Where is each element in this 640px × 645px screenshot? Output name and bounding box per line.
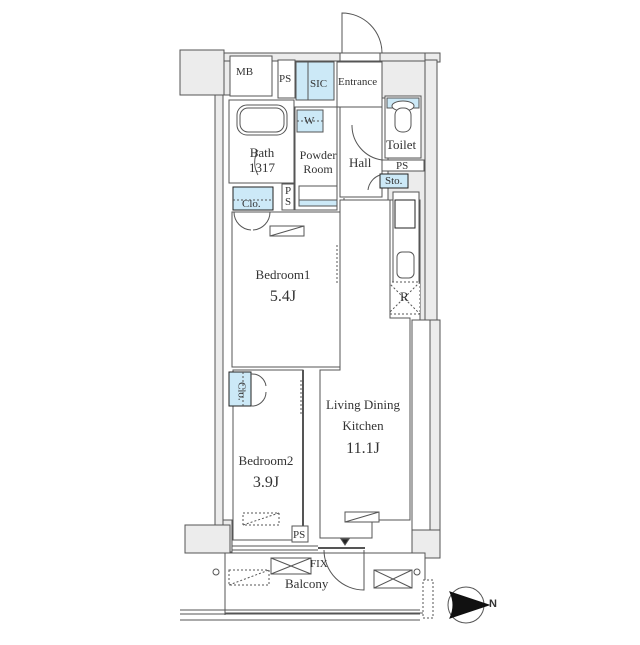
- entrance-door: [341, 12, 383, 54]
- label-powder-room: Powder Room: [298, 148, 338, 177]
- label-bath: Bath 1317: [244, 145, 280, 176]
- label-bedroom1: Bedroom1 5.4J: [248, 267, 318, 306]
- label-ps-top: PS: [279, 73, 292, 85]
- compass: [447, 586, 491, 624]
- ldk-line1: Living Dining: [325, 397, 401, 412]
- ldk-line2: Kitchen: [342, 417, 384, 433]
- bedroom2-name: Bedroom2: [238, 453, 294, 468]
- label-clo-2: Clo.: [235, 381, 248, 401]
- label-mb: MB: [236, 66, 254, 78]
- bath-size: 1317: [249, 159, 275, 175]
- label-w: W: [304, 115, 315, 127]
- label-fix: FIX: [310, 558, 328, 570]
- label-refrigerator: R: [400, 289, 409, 304]
- compass-north-label: N: [489, 598, 497, 610]
- bath-name: Bath: [249, 145, 275, 160]
- powder-room-line2: Room: [303, 161, 333, 176]
- bedroom2-size: 3.9J: [252, 473, 280, 491]
- label-ldk: Living Dining Kitchen 11.1J: [318, 397, 408, 458]
- bedroom1-name: Bedroom1: [255, 267, 311, 282]
- powder-room-line1: Powder: [299, 148, 337, 162]
- bedroom1-size: 5.4J: [269, 287, 297, 305]
- label-sic: SIC: [310, 78, 328, 90]
- label-ps-right: PS: [396, 160, 409, 172]
- label-entrance: Entrance: [338, 76, 378, 88]
- label-bedroom2: Bedroom2 3.9J: [234, 453, 298, 492]
- label-toilet: Toilet: [386, 137, 417, 152]
- label-ps-mid: PS: [284, 185, 292, 208]
- label-balcony: Balcony: [285, 576, 329, 591]
- label-clo-1: Clo.: [242, 198, 261, 210]
- label-ps-bottom: PS: [293, 529, 306, 541]
- label-sto: Sto.: [385, 175, 403, 187]
- ldk-size: 11.1J: [346, 439, 380, 457]
- label-hall: Hall: [349, 155, 372, 170]
